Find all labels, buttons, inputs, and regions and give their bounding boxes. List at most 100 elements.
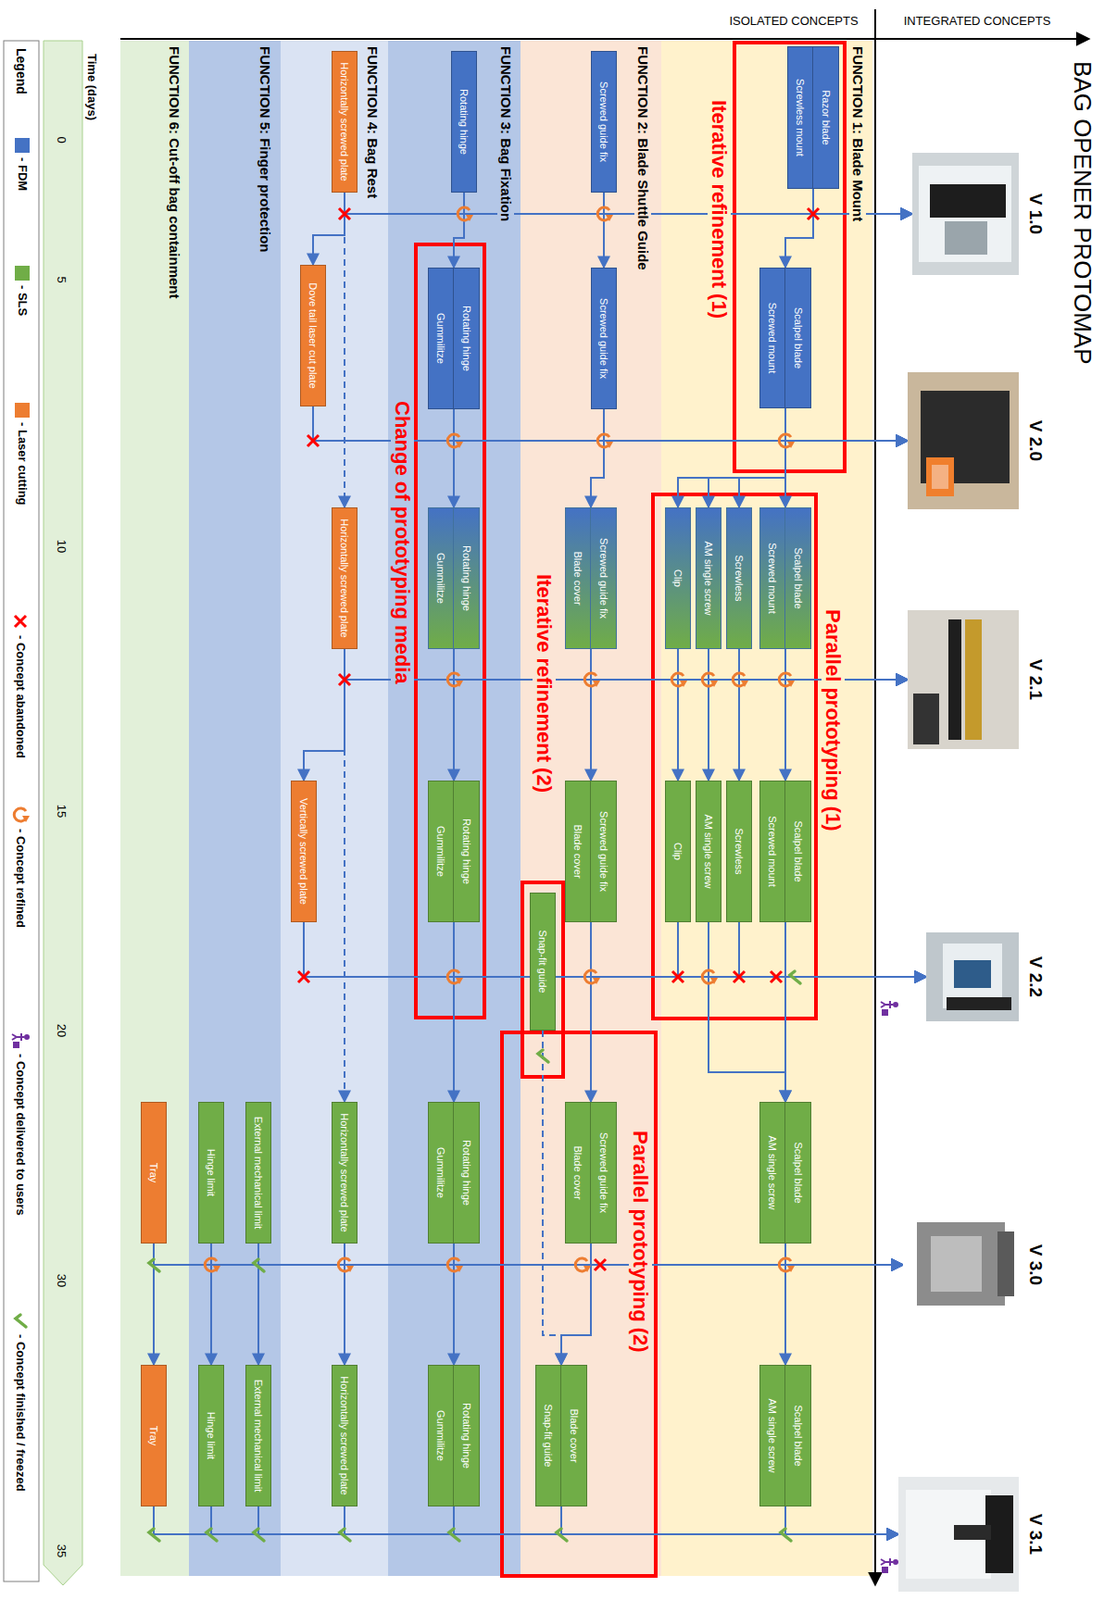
- photo-part: [912, 152, 1019, 276]
- legend-text: - Concept finished / freezed: [12, 1334, 28, 1493]
- refined-mark-head: [679, 680, 688, 688]
- connector: [258, 1506, 899, 1535]
- connector: [738, 649, 741, 781]
- concept-text: Rotating hinge: [460, 545, 473, 612]
- status-symbol: [790, 971, 801, 984]
- box-cell: Blade cover: [565, 781, 591, 922]
- refined-mark-head: [455, 441, 464, 449]
- box-cell: Rotating hinge: [453, 268, 479, 409]
- finished-mark: [149, 1529, 160, 1542]
- label-wrap: 20: [53, 1024, 71, 1038]
- connector: [303, 649, 345, 781]
- connector: [453, 192, 465, 268]
- concept-box: Rotating hingeGummilitze: [427, 1102, 480, 1244]
- label-wrap: 15: [53, 804, 71, 818]
- annotation-label: INTEGRATED CONCEPTS: [903, 13, 1052, 28]
- function-band-fill: [520, 40, 662, 1577]
- connector: [153, 1506, 899, 1535]
- refined-mark: [204, 1258, 217, 1272]
- box-cell: Rotating hinge: [451, 51, 477, 192]
- box-cell: Blade cover: [565, 1103, 591, 1243]
- box-cell: AM single screw: [696, 781, 721, 922]
- concept-box: Hinge limit: [198, 1102, 225, 1244]
- version-label: V 1.0: [1022, 152, 1049, 276]
- function-band: FUNCTION 3: Bag FixationRotating hingeRo…: [388, 40, 521, 1577]
- highlight-frame: [415, 244, 485, 1018]
- legend-item: - Concept abandoned: [11, 612, 30, 759]
- status-symbol: [149, 1259, 160, 1272]
- box-cell: Screwed mount: [760, 781, 786, 922]
- connector: [590, 409, 604, 508]
- finished-mark: [449, 1529, 460, 1542]
- label-wrap: Legend: [12, 48, 30, 95]
- box-cell: Screwed guide fix: [590, 508, 616, 649]
- concept-box: Snap-fit guide: [529, 892, 556, 1031]
- label-wrap: Iterative refinement (1): [706, 97, 731, 322]
- annotation-label: 0: [54, 136, 69, 143]
- box-cell: Screwed guide fix: [590, 781, 616, 922]
- finished-mark: [556, 1529, 567, 1542]
- connector: [677, 649, 679, 781]
- prototype-photo: [907, 372, 1019, 510]
- finished-mark: [780, 1529, 791, 1542]
- highlight-frame: [501, 1032, 656, 1577]
- status-symbol: [447, 970, 464, 985]
- concept-text: Screwed mount: [766, 302, 779, 374]
- concept-box: Scalpel blade Screwed mount: [759, 267, 812, 409]
- concept-text: Hinge limit: [205, 1149, 218, 1197]
- concept-text: Screwed guide fix: [598, 81, 611, 163]
- connector: [453, 409, 908, 441]
- legend-item: - Concept refined: [11, 805, 30, 929]
- refined-mark-head: [787, 441, 795, 449]
- refined-mark-head: [455, 978, 464, 985]
- concept-text: Scalpel blade: [791, 307, 804, 369]
- user-body: [880, 1558, 893, 1567]
- photo-part: [903, 1194, 1019, 1336]
- finished-mark: [253, 1259, 264, 1272]
- status-symbol: [556, 1529, 567, 1542]
- label-wrap: 5: [53, 276, 71, 283]
- box-cell: Screwless mount: [788, 47, 814, 189]
- connector: [677, 922, 927, 978]
- status-symbol: [575, 1258, 591, 1273]
- legend-item: - SLS: [14, 265, 30, 316]
- connector: [785, 1506, 899, 1535]
- concept-text: Razor blade: [819, 89, 832, 145]
- abandoned-mark: [594, 1259, 606, 1271]
- function-band-fill: [188, 40, 281, 1577]
- function-band-fill: [120, 40, 189, 1577]
- label-wrap: Iterative refinement (2): [531, 571, 556, 796]
- status-symbol: [338, 208, 351, 220]
- function-band: FUNCTION 5: Finger protectionExternal me…: [188, 40, 281, 1577]
- version-label: V 3.1: [1022, 1477, 1049, 1593]
- user-head: [892, 1559, 899, 1566]
- title-wrap: BAG OPENER PROTOMAP: [1068, 61, 1097, 364]
- box-cell: AM single screw: [760, 1103, 786, 1243]
- connector: [784, 1243, 787, 1366]
- concept-box: External mechanical limit: [245, 1102, 272, 1244]
- concept-box: Screwless: [726, 780, 753, 923]
- concept-text: Horizontally screwed plate: [338, 1376, 352, 1495]
- version-node: V 3.0: [903, 1194, 1049, 1336]
- connector: [785, 922, 927, 978]
- status-symbol: [253, 1529, 264, 1542]
- photo-part: [926, 932, 1019, 1022]
- status-symbol: [447, 434, 464, 449]
- legend-box: [3, 40, 39, 1582]
- legend-sample: [11, 1311, 30, 1330]
- status-symbol: [594, 1259, 606, 1271]
- box-cell: Gummilitze: [428, 781, 454, 922]
- refined-mark: [778, 673, 791, 687]
- legend-item: - Laser cutting: [14, 402, 30, 506]
- concept-box: Horizontally screwed plate: [331, 1365, 358, 1507]
- connector: [452, 649, 455, 781]
- concept-text: Clip: [672, 842, 685, 861]
- concept-box: Horizontally screwed plate: [331, 507, 358, 650]
- box-cell: Scalpel blade: [785, 1366, 811, 1506]
- concept-text: Screwed guide fix: [597, 811, 610, 892]
- refined-mark-head: [605, 214, 614, 222]
- concept-box: Screwed guide fixBlade cover: [564, 507, 617, 650]
- legend-swatch: [14, 138, 30, 153]
